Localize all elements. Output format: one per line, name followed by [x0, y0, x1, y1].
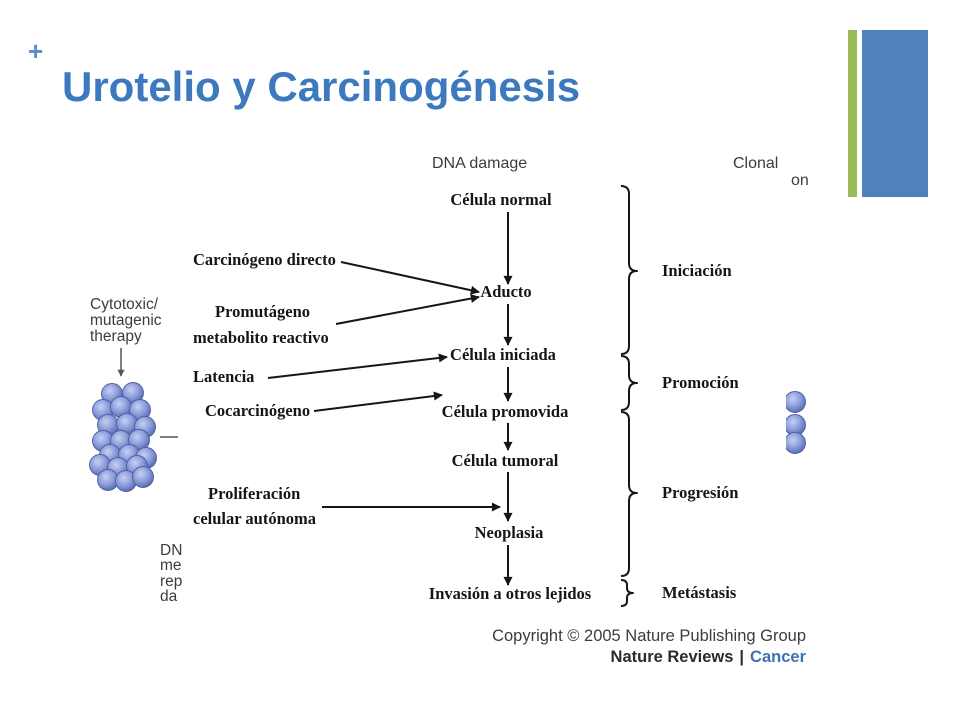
- stage-invasion: Invasión a otros lejidos: [429, 584, 592, 603]
- dna-damage-label: DNA damage: [432, 155, 527, 172]
- therapy-label-line: Cytotoxic/: [90, 296, 159, 313]
- journal-name: Nature Reviews: [611, 648, 734, 666]
- input-proliferacion: Proliferación: [208, 484, 300, 503]
- side-fragment-line: me: [160, 557, 182, 574]
- input-arrow: [313, 391, 443, 412]
- input-promutageno: Promutágeno: [215, 302, 310, 321]
- side-fragment-line: da: [160, 588, 178, 605]
- journal-credit: Nature Reviews | Cancer: [611, 648, 807, 666]
- phase-progresion: Progresión: [662, 483, 738, 502]
- phase-iniciacion: Iniciación: [662, 261, 732, 280]
- phase-promocion: Promoción: [662, 373, 739, 392]
- input-carcinogeno-directo: Carcinógeno directo: [193, 250, 336, 269]
- stage-celula-iniciada: Célula iniciada: [450, 345, 556, 364]
- cell: [784, 432, 806, 454]
- brace-progresion: [620, 411, 638, 577]
- brace-iniciacion: [620, 185, 638, 355]
- input-celular-autonoma: celular autónoma: [193, 509, 316, 528]
- accent-bar-green: [848, 30, 857, 197]
- cell: [132, 466, 154, 488]
- clonal-label: Clonal: [733, 155, 778, 172]
- slide-title: Urotelio y Carcinogénesis: [62, 63, 581, 110]
- input-arrow: [335, 294, 480, 325]
- stage-celula-tumoral: Célula tumoral: [452, 451, 559, 470]
- therapy-label-line: therapy: [90, 328, 142, 345]
- accent-bar-blue: [862, 30, 928, 197]
- side-fragment-line: rep: [160, 573, 182, 590]
- carcinogenesis-flowchart: Célula normal Aducto Célula iniciada Cél…: [193, 185, 739, 607]
- journal-section: Cancer: [750, 648, 807, 666]
- flowchart-panel: [185, 176, 786, 612]
- input-arrow: [340, 261, 480, 295]
- copyright-line: Copyright © 2005 Nature Publishing Group: [492, 627, 806, 645]
- input-cocarcinogeno: Cocarcinógeno: [205, 401, 310, 420]
- background-figure: DNA damage Clonal on Cytotoxic/ mutageni…: [89, 155, 809, 666]
- stage-celula-normal: Célula normal: [450, 190, 552, 209]
- clonal-fragment-label: on: [791, 172, 809, 189]
- brace-promocion: [620, 355, 638, 411]
- side-fragment-line: DN: [160, 542, 182, 559]
- input-metabolito-reactivo: metabolito reactivo: [193, 328, 329, 347]
- phase-metastasis: Metástasis: [662, 583, 737, 602]
- input-arrow: [267, 353, 448, 379]
- input-latencia: Latencia: [193, 367, 254, 386]
- slide-bullet-plus: +: [28, 36, 44, 66]
- stage-neoplasia: Neoplasia: [475, 523, 544, 542]
- therapy-label-line: mutagenic: [90, 312, 162, 329]
- cell-cluster-right: [784, 391, 806, 454]
- cell: [784, 391, 806, 413]
- stage-celula-promovida: Célula promovida: [442, 402, 569, 421]
- stage-aducto: Aducto: [480, 282, 531, 301]
- cell-cluster: [89, 382, 157, 492]
- brace-metastasis: [620, 579, 634, 607]
- journal-separator: |: [739, 648, 744, 666]
